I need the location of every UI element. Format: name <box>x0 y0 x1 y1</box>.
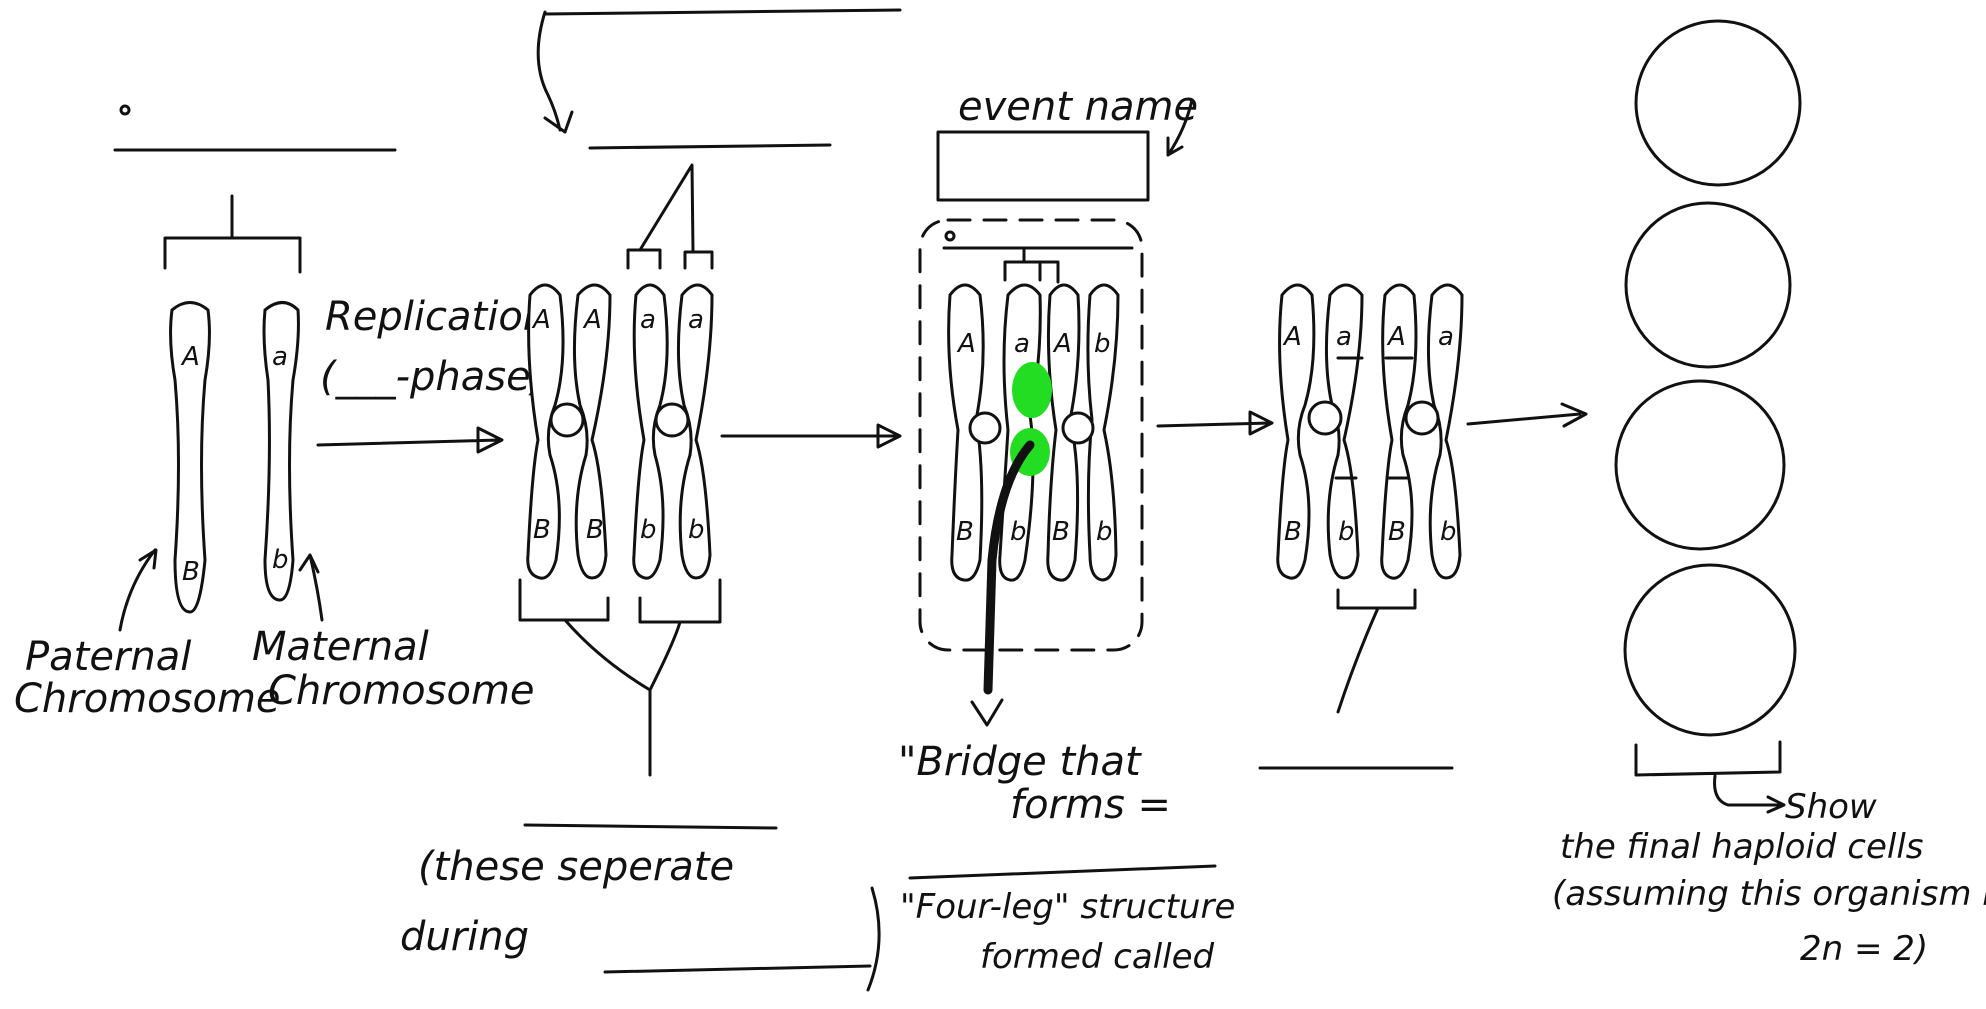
allele-label: B <box>533 515 551 545</box>
four-leg-label-line1: "Four-leg" structure <box>900 887 1235 927</box>
allele-label: b <box>1010 517 1027 547</box>
allele-label: b <box>1440 517 1457 547</box>
paternal-pointer-arrow <box>120 550 156 630</box>
haploid-cell-2 <box>1626 203 1790 367</box>
recombinant-bracket <box>1338 590 1415 712</box>
blank-line-replicated <box>590 145 830 148</box>
allele-label: A <box>1282 322 1302 352</box>
separation-label-line2: during <box>400 914 529 960</box>
show-label-line2: the final haploid cells <box>1560 827 1923 867</box>
haploid-cell-1 <box>1636 21 1800 185</box>
crossover-point <box>1012 362 1052 418</box>
replicated-chromosome-maternal: a a b b <box>634 285 712 578</box>
final-cells-bracket <box>1636 742 1784 812</box>
allele-label: A <box>180 342 200 372</box>
allele-label: a <box>1014 329 1030 359</box>
event-name-label: event name <box>958 84 1198 130</box>
allele-label: A <box>956 329 976 359</box>
blank-line-tetrad <box>910 866 1215 878</box>
maternal-chromosome: a b <box>264 303 298 601</box>
allele-label: a <box>272 342 288 372</box>
allele-label: b <box>1094 329 1111 359</box>
allele-label: B <box>586 515 604 545</box>
top-answer-line <box>545 10 900 14</box>
bridge-pointer-head <box>972 700 1002 725</box>
arrow-to-recombinant <box>1158 412 1272 434</box>
replicated-chromosome-paternal: A A B B <box>528 285 610 578</box>
allele-label: b <box>1096 517 1113 547</box>
event-name-box <box>938 132 1148 200</box>
allele-label: B <box>956 517 974 547</box>
allele-label: b <box>1338 517 1355 547</box>
bullet-dot <box>121 106 129 114</box>
replication-arrow <box>318 428 502 452</box>
bridge-label-line2: forms = <box>1010 782 1171 828</box>
paternal-label-line2: Chromosome <box>14 676 281 722</box>
tetrad-chromatids: A a A b B b B b <box>949 285 1118 580</box>
bridge-label-line1: "Bridge that <box>898 739 1142 785</box>
allele-label: a <box>640 305 656 335</box>
allele-label: B <box>1388 517 1406 547</box>
allele-label: a <box>1336 322 1352 352</box>
arrow-to-final-cells <box>1468 404 1586 426</box>
allele-label: b <box>688 515 705 545</box>
replication-label: Replication <box>325 294 548 340</box>
non-sister-bracket <box>1005 250 1058 282</box>
allele-label: A <box>1052 329 1072 359</box>
haploid-cell-4 <box>1625 565 1795 735</box>
recombinant-chromosome-2: A a B b <box>1382 285 1462 578</box>
maternal-label-line2: Chromosome <box>268 668 535 714</box>
allele-label: a <box>688 305 704 335</box>
top-answer-bracket <box>538 12 572 132</box>
allele-label: A <box>531 305 551 335</box>
allele-label: A <box>1386 322 1406 352</box>
paternal-chromosome: A B <box>171 303 210 613</box>
allele-label: a <box>1438 322 1454 352</box>
homolog-pair-bracket <box>165 196 300 272</box>
four-leg-label-line2: formed called <box>980 937 1215 977</box>
paternal-label-line1: Paternal <box>25 634 191 680</box>
show-label-line3: (assuming this organism is <box>1552 874 1986 914</box>
allele-label: B <box>1284 517 1302 547</box>
separation-label-line1: (these seperate <box>418 844 734 890</box>
sister-chromatid-bracket <box>628 165 712 268</box>
phase-label: (___-phase) <box>320 354 546 400</box>
haploid-cell-3 <box>1616 381 1784 549</box>
show-label-line4: 2n = 2) <box>1800 929 1928 969</box>
closing-paren <box>868 888 879 990</box>
recombinant-chromosome-1: A a B b <box>1278 285 1362 578</box>
maternal-label-line1: Maternal <box>252 624 429 670</box>
allele-label: A <box>582 305 602 335</box>
show-label-line1: Show <box>1785 787 1877 827</box>
allele-label: b <box>640 515 657 545</box>
arrow-to-synapsis <box>722 425 900 447</box>
allele-label: b <box>272 545 289 575</box>
allele-label: B <box>1052 517 1070 547</box>
maternal-pointer-arrow <box>300 555 322 620</box>
chromatid-bottom-bracket <box>520 580 720 775</box>
allele-label: B <box>182 557 200 587</box>
blank-line-phase <box>605 966 870 972</box>
blank-line-separation <box>525 825 776 828</box>
bullet-dot <box>946 232 954 240</box>
